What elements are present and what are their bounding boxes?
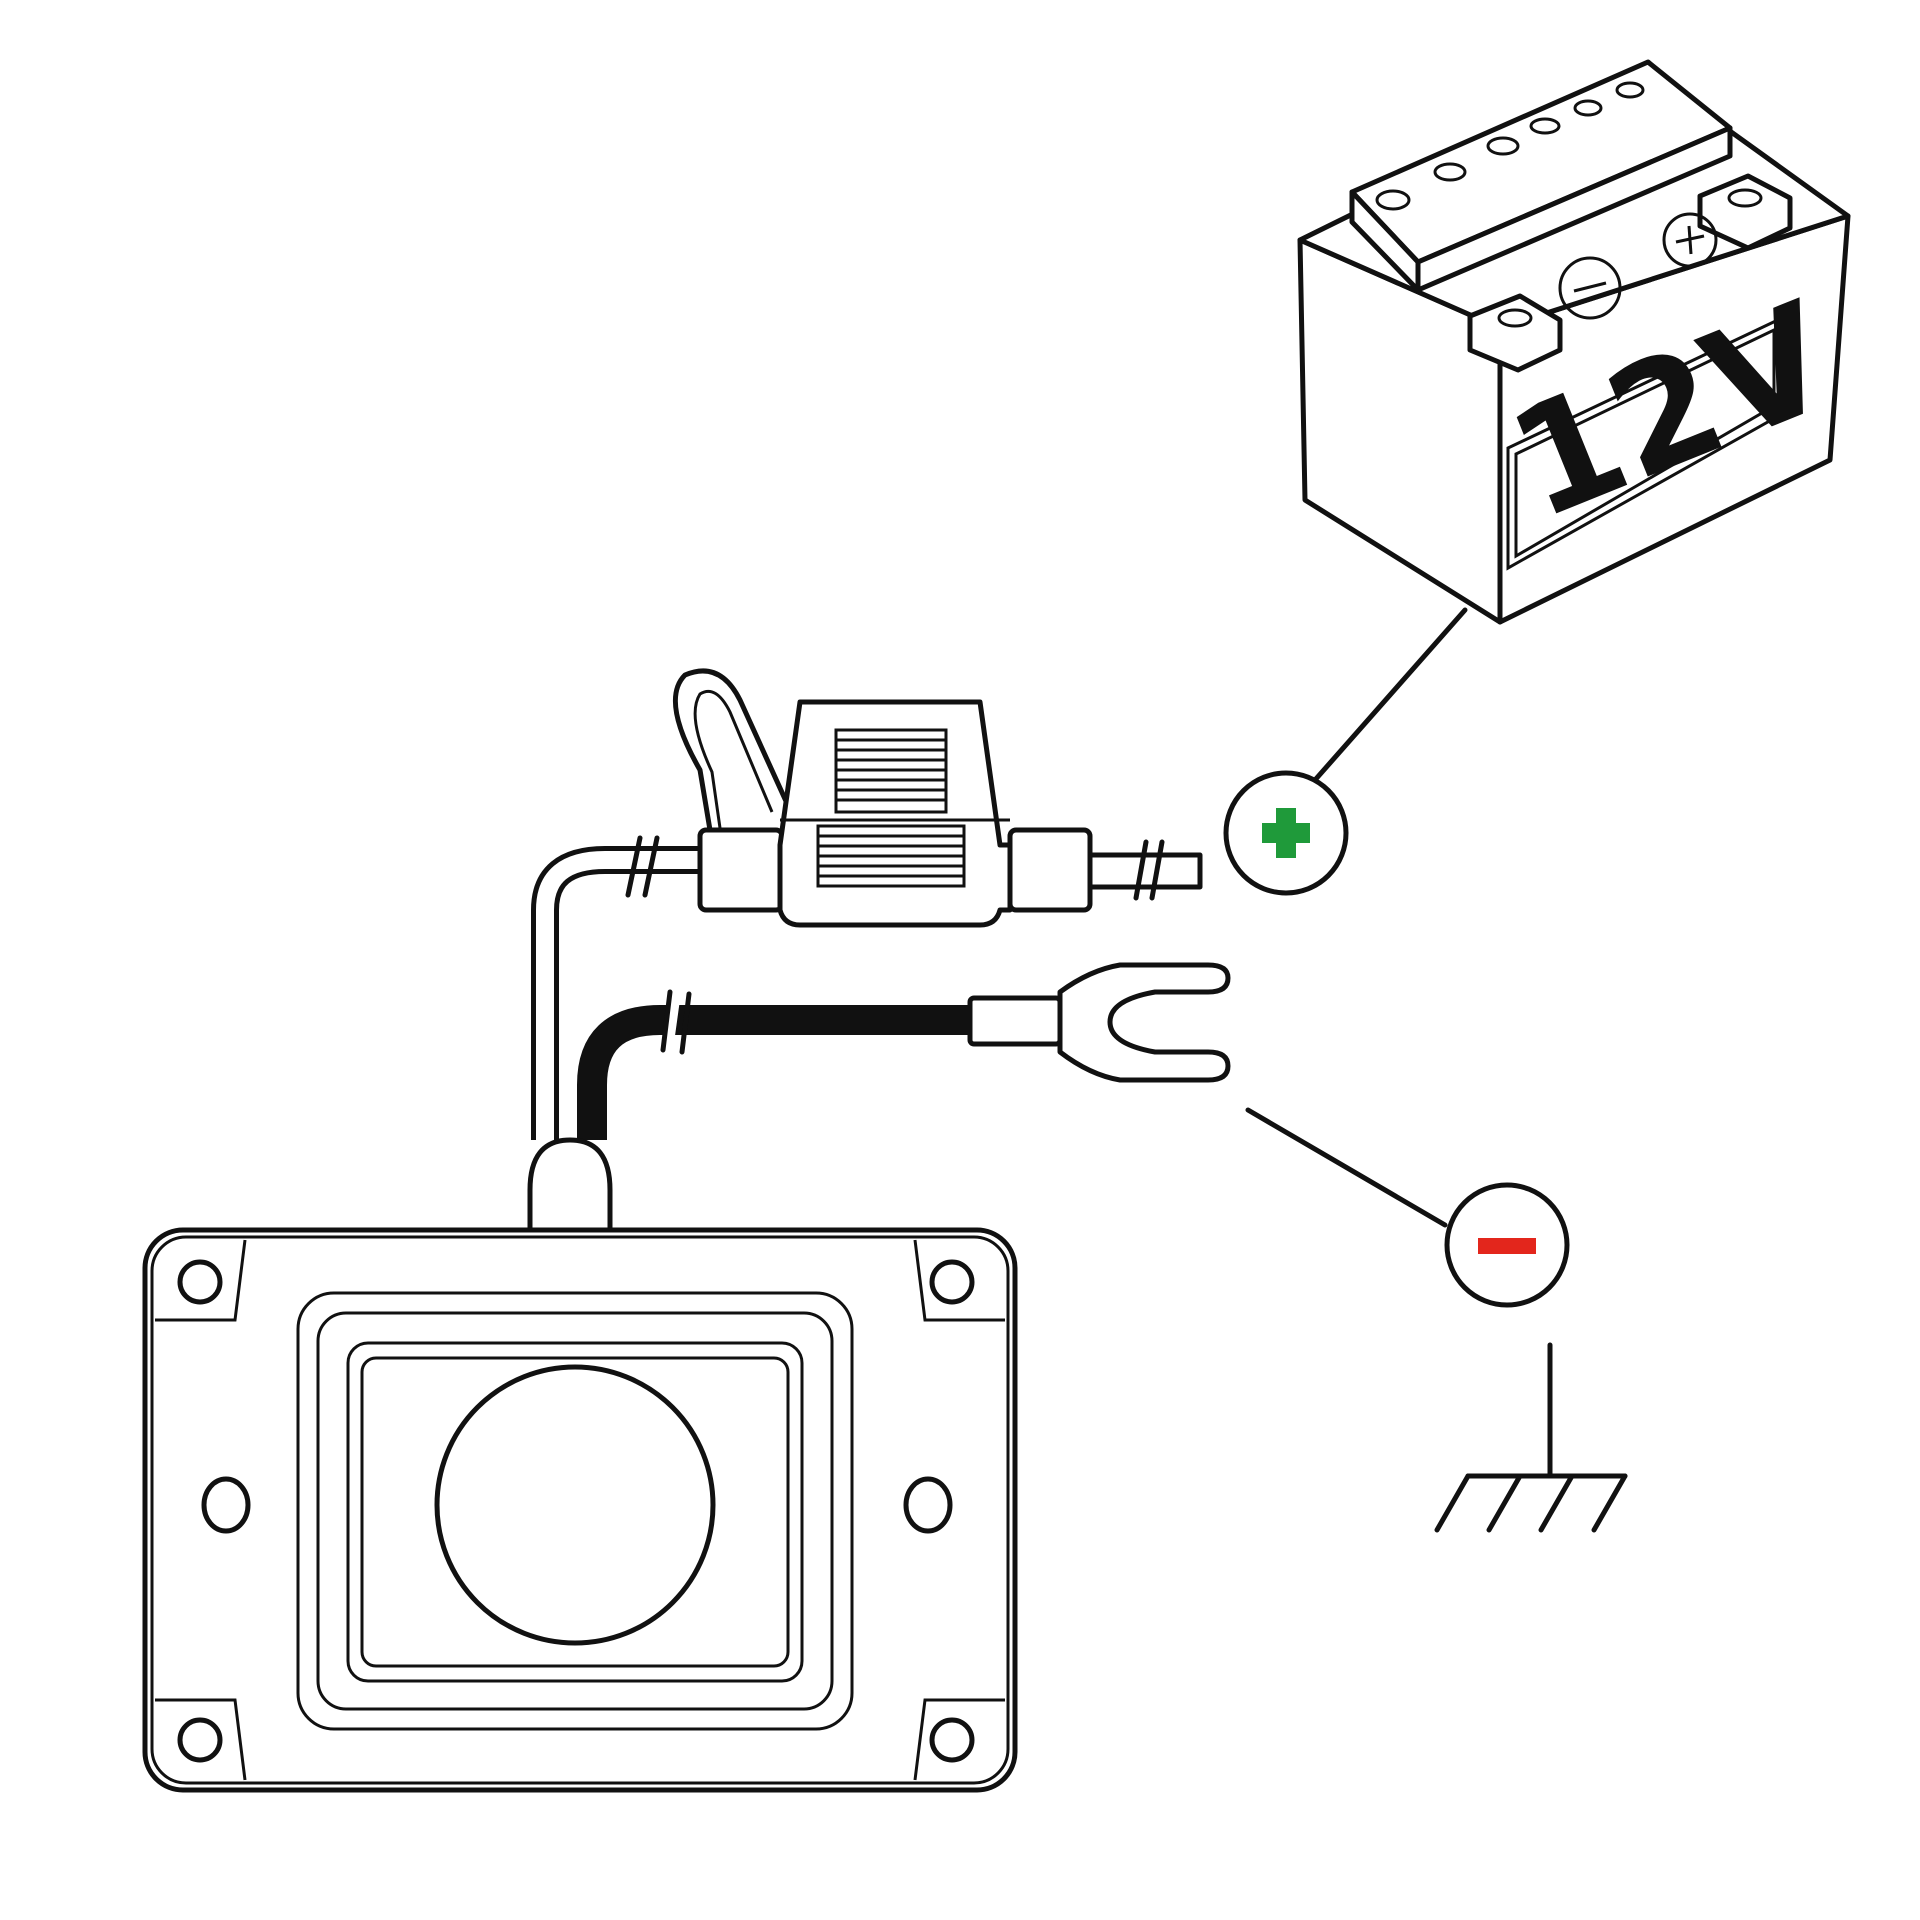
side-slot bbox=[201, 1476, 251, 1534]
fork-terminal-icon bbox=[967, 962, 1231, 1083]
mounting-hole bbox=[177, 1259, 223, 1305]
buzzer-speaker-icon bbox=[142, 1137, 1018, 1793]
fuse-ribs bbox=[816, 728, 966, 888]
inline-fuse-holder-icon bbox=[672, 668, 1203, 928]
positive-leader-line bbox=[1312, 607, 1468, 783]
mounting-hole bbox=[929, 1717, 975, 1763]
speaker-cone bbox=[434, 1364, 716, 1646]
positive-terminal-badge bbox=[1223, 770, 1349, 896]
negative-terminal-badge bbox=[1444, 1182, 1570, 1308]
ground-symbol-icon bbox=[1434, 1342, 1628, 1533]
mounting-hole bbox=[929, 1259, 975, 1305]
battery-icon: 12V bbox=[1297, 59, 1855, 625]
negative-leader-line bbox=[1245, 1107, 1448, 1228]
minus-icon bbox=[1478, 1238, 1536, 1254]
negative-wire bbox=[577, 1005, 970, 1140]
mounting-hole bbox=[177, 1717, 223, 1763]
side-slot bbox=[903, 1476, 953, 1534]
